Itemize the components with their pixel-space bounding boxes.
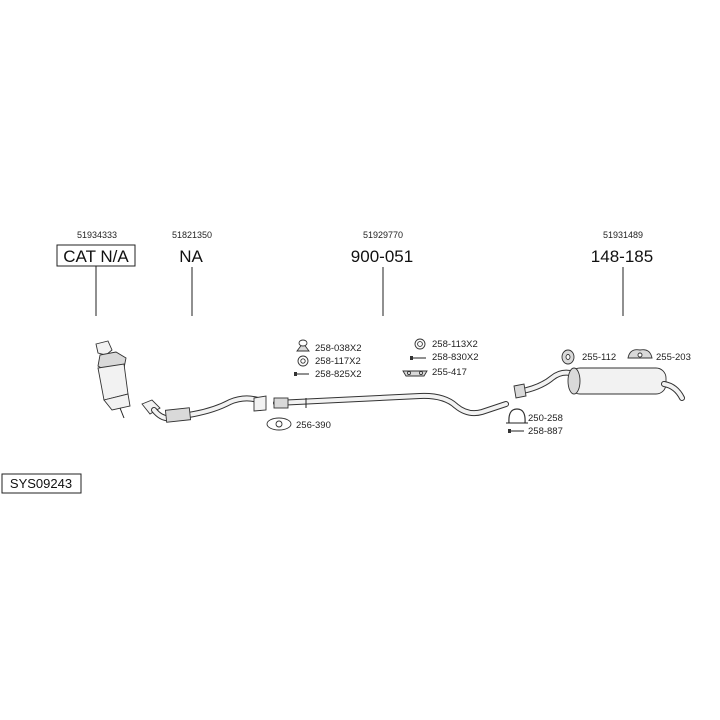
svg-text:256-390: 256-390 — [296, 420, 331, 431]
svg-text:258-830X2: 258-830X2 — [432, 352, 478, 363]
ref-number-rear-silencer[interactable]: 148-185 — [591, 247, 653, 266]
middle-pipe-part[interactable] — [273, 392, 509, 417]
svg-text:258-887: 258-887 — [528, 426, 563, 437]
section-rear-silencer: 51931489 148-185 — [513, 230, 685, 401]
hardware-256-390[interactable]: 256-390 — [266, 417, 331, 431]
hardware-258-117x2[interactable]: 258-117X2 — [297, 355, 361, 367]
hardware-258-825x2[interactable]: 258-825X2 — [294, 369, 361, 380]
rear-silencer-part[interactable] — [513, 367, 685, 401]
oem-number-middle-pipe: 51929770 — [363, 230, 403, 240]
hardware-258-113x2[interactable]: 258-113X2 — [414, 338, 478, 350]
catalyst-part[interactable] — [95, 340, 131, 419]
oem-number-catalyst: 51934333 — [77, 230, 117, 240]
oem-number-front-pipe: 51821350 — [172, 230, 212, 240]
hardware-258-830x2[interactable]: 258-830X2 — [410, 352, 478, 363]
ref-number-catalyst[interactable]: CAT N/A — [63, 247, 129, 266]
svg-text:255-112: 255-112 — [582, 352, 616, 363]
ref-number-front-pipe[interactable]: NA — [179, 247, 203, 266]
hardware-255-112[interactable]: 255-112 — [561, 349, 616, 365]
svg-text:258-117X2: 258-117X2 — [315, 356, 361, 367]
svg-text:258-038X2: 258-038X2 — [315, 343, 361, 354]
rubber-mount-icon — [296, 342, 310, 352]
section-front-pipe: 51821350 NA — [141, 230, 267, 423]
svg-text:255-203: 255-203 — [656, 352, 691, 363]
hardware-258-887[interactable]: 258-887 — [508, 426, 563, 437]
svg-text:258-825X2: 258-825X2 — [315, 369, 361, 380]
front-pipe-part[interactable] — [141, 395, 267, 423]
clamp-icon — [508, 408, 526, 424]
section-middle-pipe: 51929770 900-051 — [273, 230, 509, 417]
ref-number-middle-pipe[interactable]: 900-051 — [351, 247, 413, 266]
hardware-258-038x2[interactable]: 258-038X2 — [296, 339, 361, 354]
svg-text:255-417: 255-417 — [432, 367, 467, 378]
oem-number-rear-silencer: 51931489 — [603, 230, 643, 240]
hanger-bracket-icon — [402, 370, 428, 377]
section-catalyst: 51934333 CAT N/A — [56, 230, 136, 419]
svg-text:250-258: 250-258 — [528, 413, 563, 424]
system-code: SYS09243 — [1, 473, 82, 494]
hardware-250-258[interactable]: 250-258 — [506, 408, 563, 424]
hardware-255-417[interactable]: 255-417 — [402, 367, 467, 378]
svg-text:258-113X2: 258-113X2 — [432, 339, 478, 350]
hardware-255-203[interactable]: 255-203 — [627, 349, 691, 363]
system-code-label: SYS09243 — [10, 476, 72, 491]
